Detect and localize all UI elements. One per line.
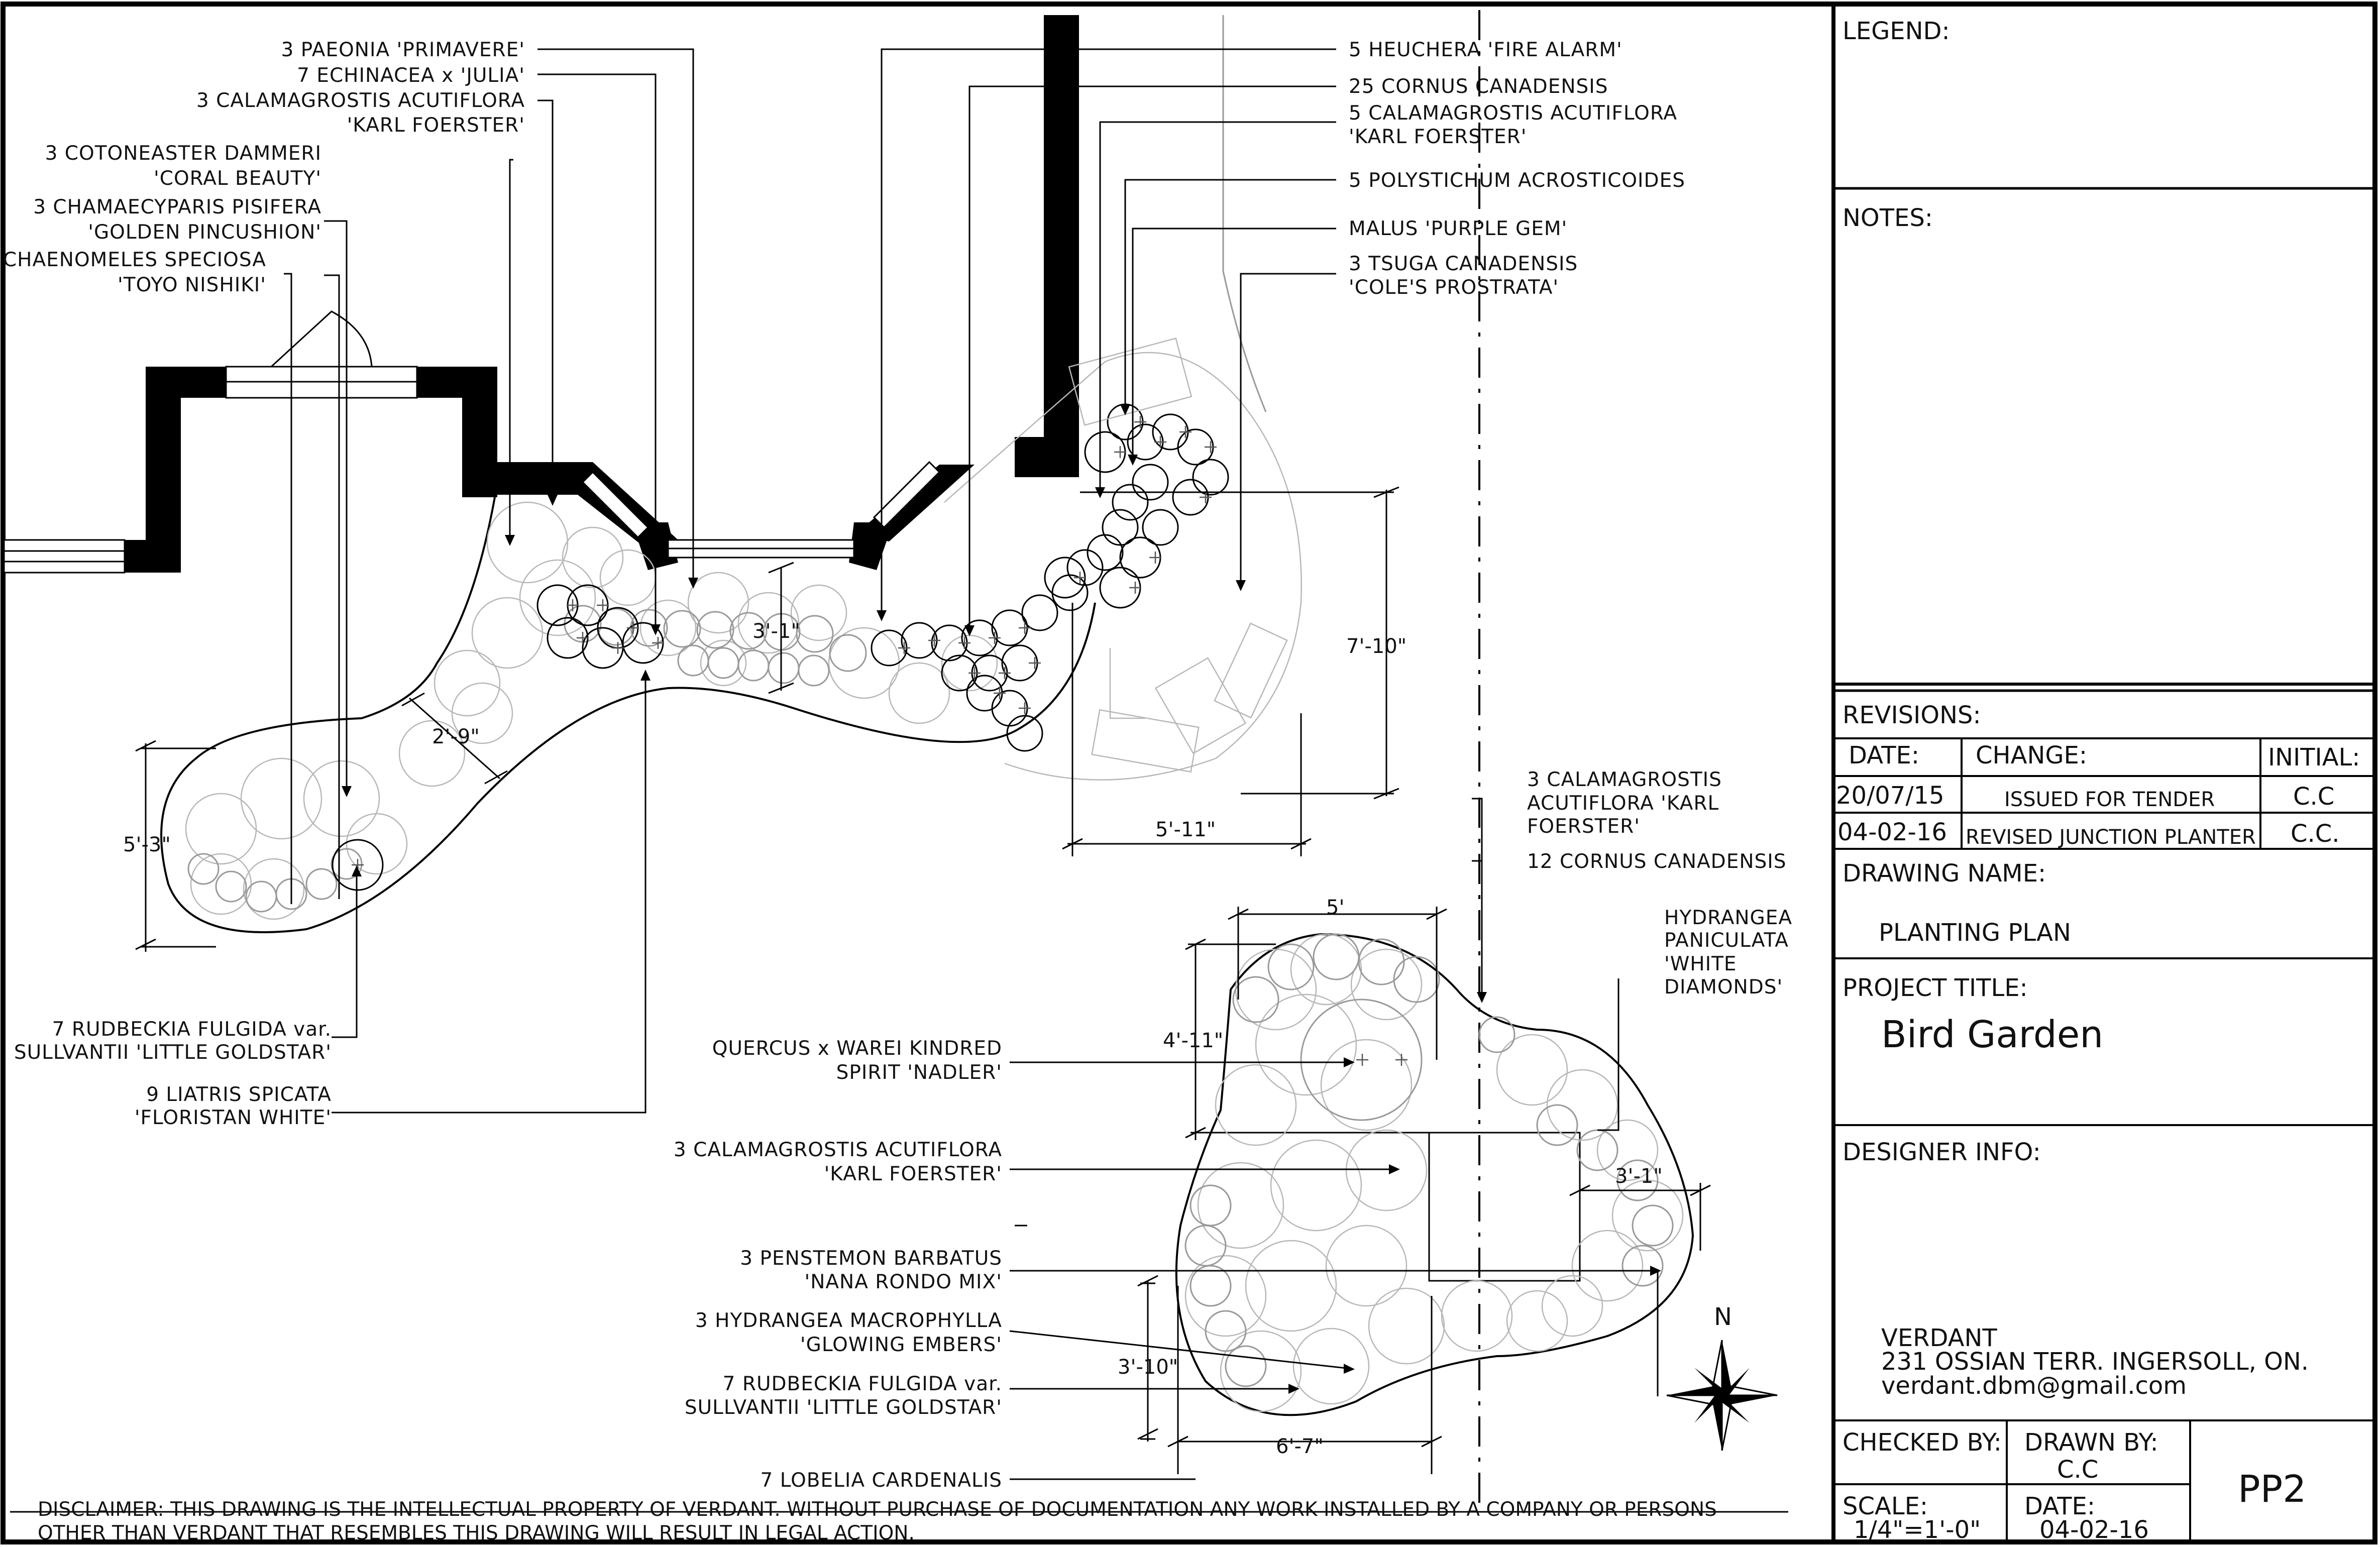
callouts-upper-right: 5 HEUCHERA 'FIRE ALARM' 25 CORNUS CANADE… — [1349, 39, 1685, 299]
revisions-heading: REVISIONS: — [1843, 701, 1981, 729]
callouts-island: 3 CALAMAGROSTIS ACUTIFLORA 'KARL FOERSTE… — [1527, 768, 1792, 999]
plant-callout: 3 CALAMAGROSTIS ACUTIFLORA — [674, 1139, 1002, 1161]
plant-callout: 'TOYO NISHIKI' — [118, 274, 266, 296]
revision-row-1-initial: C.C — [2293, 783, 2334, 811]
checked-by-label: CHECKED BY: — [1843, 1428, 2002, 1457]
designer-address: 231 OSSIAN TERR. INGERSOLL, ON. — [1881, 1348, 2309, 1376]
scale-label: SCALE: — [1843, 1492, 1928, 1520]
plant-callout: 'CORAL BEAUTY' — [154, 167, 321, 190]
north-label: N — [1714, 1303, 1732, 1331]
date-value: 04-02-16 — [2039, 1516, 2149, 1544]
plant-center-markers — [352, 416, 1408, 1066]
dimension-label: 5'-3" — [123, 833, 171, 856]
project-title: Bird Garden — [1881, 1013, 2103, 1056]
drawing-name: PLANTING PLAN — [1879, 919, 2071, 947]
north-arrow-icon — [1666, 1340, 1778, 1451]
lawn-edge-curve — [1222, 15, 1267, 412]
revision-header-initial: INITIAL: — [2268, 743, 2360, 771]
north-planting-bed — [160, 338, 1302, 933]
dimension-label: 5'-11" — [1155, 818, 1216, 841]
plant-callout: 'NANA RONDO MIX' — [804, 1271, 1002, 1293]
plant-callout: 'KARL FOERSTER' — [824, 1163, 1002, 1185]
plant-callout: 7 RUDBECKIA FULGIDA var. — [52, 1018, 332, 1041]
dimension-label: 4'-11" — [1163, 1029, 1223, 1052]
project-title-heading: PROJECT TITLE: — [1843, 974, 2028, 1002]
island-planting-bed — [1175, 933, 1694, 1416]
plant-callout: 7 LOBELIA CARDENALIS — [761, 1469, 1002, 1492]
dimension-label: 5' — [1326, 896, 1344, 919]
plant-callout: 5 CALAMAGROSTIS ACUTIFLORA — [1349, 102, 1677, 125]
plant-callout: 'KARL FOERSTER' — [1349, 126, 1527, 148]
plant-callout: 'GLOWING EMBERS' — [800, 1334, 1002, 1356]
plant-callout: 'FLORISTAN WHITE' — [135, 1107, 332, 1129]
plant-callout: 'WHITE — [1664, 953, 1737, 975]
notes-heading: NOTES: — [1843, 204, 1933, 232]
plant-callout: 3 COTONEASTER DAMMERI — [45, 142, 321, 165]
plant-callout: 7 ECHINACEA x 'JULIA' — [297, 64, 525, 87]
plant-callout: 3 PENSTEMON BARBATUS — [740, 1247, 1002, 1270]
plant-callout: 9 LIATRIS SPICATA — [146, 1083, 332, 1106]
plant-callout: 3 PAEONIA 'PRIMAVERE' — [281, 39, 525, 61]
revision-header-change: CHANGE: — [1976, 741, 2087, 769]
plant-callout: 'KARL FOERSTER' — [347, 114, 525, 137]
plant-callout: 3 CALAMAGROSTIS ACUTIFLORA — [196, 89, 525, 112]
date-label: DATE: — [2024, 1492, 2095, 1520]
dimension-lines — [135, 486, 1711, 1474]
scale-value: 1/4"=1'-0" — [1854, 1516, 1981, 1544]
disclaimer-line-2: OTHER THAN VERDANT THAT RESEMBLES THIS D… — [38, 1522, 915, 1544]
plant-callout: 'COLE'S PROSTRATA' — [1349, 276, 1559, 299]
callouts-center: QUERCUS x WAREI KINDRED SPIRIT 'NADLER' … — [674, 1037, 1002, 1492]
plant-callout: CHAENOMELES SPECIOSA — [3, 249, 266, 271]
plant-callout: ACUTIFLORA 'KARL — [1527, 792, 1719, 815]
leader-lines — [284, 48, 1659, 1480]
designer-email: verdant.dbm@gmail.com — [1881, 1372, 2187, 1400]
drawn-by-label: DRAWN BY: — [2024, 1428, 2158, 1457]
island-hardscape — [1428, 1132, 1581, 1282]
plant-callout: 3 HYDRANGEA MACROPHYLLA — [695, 1309, 1002, 1332]
dimension-label: 3'-1" — [752, 620, 800, 643]
dimension-label: 3'-10" — [1118, 1356, 1178, 1379]
dimension-label: 6'-7" — [1276, 1435, 1324, 1458]
revision-row-2-change: REVISED JUNCTION PLANTER — [1966, 826, 2256, 849]
dimension-label: 3'-1" — [1615, 1165, 1663, 1188]
revision-header-date: DATE: — [1849, 741, 1919, 769]
revision-row-1-change: ISSUED FOR TENDER — [2004, 788, 2215, 811]
plant-callout: 25 CORNUS CANADENSIS — [1349, 75, 1608, 98]
plant-callout: 3 CALAMAGROSTIS — [1527, 768, 1722, 791]
callouts-lower-left: 7 RUDBECKIA FULGIDA var. SULLVANTII 'LIT… — [14, 1018, 332, 1129]
title-block: LEGEND: NOTES: REVISIONS: DATE: CHANGE: … — [1831, 4, 2375, 1544]
dimension-label: 2'-9" — [432, 725, 480, 748]
leader-arrowheads — [342, 404, 1661, 1394]
plant-callout: 3 TSUGA CANADENSIS — [1349, 253, 1578, 275]
plant-callout: 5 HEUCHERA 'FIRE ALARM' — [1349, 39, 1622, 61]
plant-callout: SULLVANTII 'LITTLE GOLDSTAR' — [14, 1041, 332, 1064]
plant-callout: SPIRIT 'NADLER' — [836, 1061, 1002, 1084]
dimension-label: 7'-10" — [1346, 635, 1407, 658]
plant-callout: HYDRANGEA — [1664, 907, 1792, 929]
plant-callout: FOERSTER' — [1527, 815, 1640, 838]
sheet-number: PP2 — [2238, 1468, 2306, 1511]
drawn-by-value: C.C — [2057, 1456, 2098, 1484]
revision-row-1-date: 20/07/15 — [1836, 782, 1944, 810]
plant-callout: DIAMONDS' — [1664, 976, 1783, 999]
revision-row-2-initial: C.C. — [2291, 820, 2340, 848]
designer-info-heading: DESIGNER INFO: — [1843, 1138, 2041, 1166]
plant-callout: 5 POLYSTICHUM ACROSTICOIDES — [1349, 169, 1685, 192]
plant-callout: SULLVANTII 'LITTLE GOLDSTAR' — [685, 1396, 1002, 1419]
plant-callout: 3 CHAMAECYPARIS PISIFERA — [33, 196, 321, 218]
designer-name: VERDANT — [1881, 1324, 1997, 1352]
plant-callout: QUERCUS x WAREI KINDRED — [712, 1037, 1002, 1060]
plant-callout: 7 RUDBECKIA FULGIDA var. — [723, 1373, 1002, 1395]
legend-heading: LEGEND: — [1843, 17, 1950, 45]
plant-callout: 12 CORNUS CANADENSIS — [1527, 850, 1787, 873]
revision-row-2-date: 04-02-16 — [1837, 818, 1947, 846]
plant-callout: PANICULATA — [1664, 929, 1789, 952]
disclaimer-line-1: DISCLAIMER: THIS DRAWING IS THE INTELLEC… — [38, 1498, 1717, 1521]
plant-callout: 'GOLDEN PINCUSHION' — [88, 221, 321, 244]
callouts-upper-left: 3 PAEONIA 'PRIMAVERE' 7 ECHINACEA x 'JUL… — [3, 39, 525, 296]
plant-callout: MALUS 'PURPLE GEM' — [1349, 217, 1567, 240]
drawing-name-heading: DRAWING NAME: — [1843, 859, 2046, 888]
